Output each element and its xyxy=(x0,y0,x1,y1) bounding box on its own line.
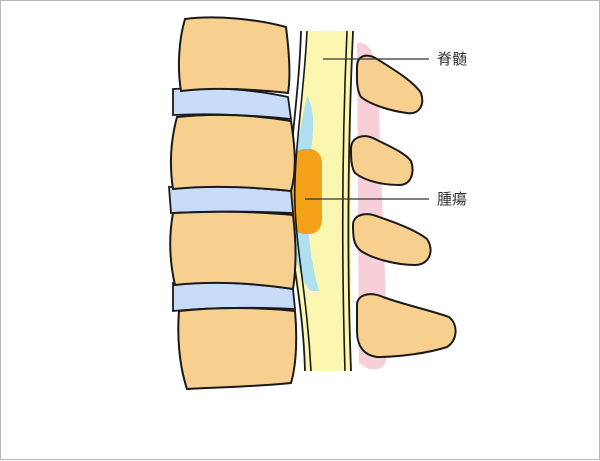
spinal-cord-label: 脊髄 xyxy=(437,50,467,68)
spinous-process-4 xyxy=(356,293,457,359)
posterior-ligament xyxy=(357,42,388,370)
vertebral-body-2 xyxy=(169,113,296,193)
spinous-process-1 xyxy=(355,54,424,115)
spinous-process-3 xyxy=(351,213,432,267)
spinous-process-2 xyxy=(349,135,414,187)
dura-front-inner xyxy=(293,30,312,372)
dura-back-outer xyxy=(347,30,354,372)
tumor-label: 腫瘍 xyxy=(437,190,467,208)
vertebral-body-3 xyxy=(169,210,297,291)
dura-back-inner xyxy=(342,30,348,372)
tumor xyxy=(292,149,322,234)
vertebral-body-4 xyxy=(177,307,298,391)
vertebral-body-1 xyxy=(177,16,291,95)
